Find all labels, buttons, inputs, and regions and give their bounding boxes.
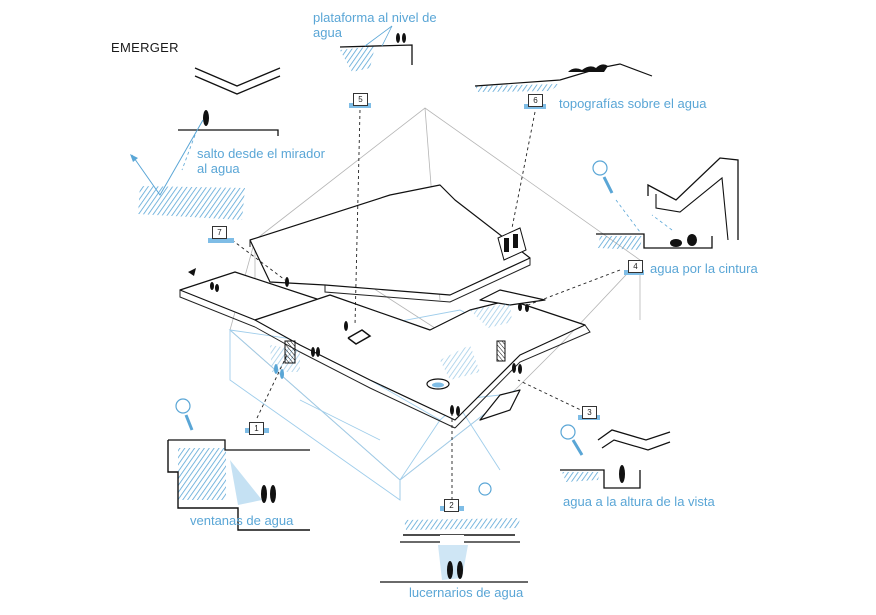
callout-4-badge: 4 [628, 260, 643, 273]
vignette-ventanas [167, 398, 310, 531]
label-salto: salto desde el mirador al agua [197, 146, 325, 176]
callout-7-bar [208, 238, 234, 243]
leader-lines [231, 109, 621, 500]
axonometric-drawing [179, 107, 641, 501]
vignette-cintura [592, 157, 739, 250]
label-cintura: agua por la cintura [650, 261, 758, 276]
vignette-plataforma [339, 25, 413, 72]
label-lucernarios: lucernarios de agua [409, 585, 524, 600]
callout-2-badge: 2 [444, 499, 459, 512]
callout-5-badge: 5 [353, 93, 368, 106]
label-vista: agua a la altura de la vista [563, 494, 715, 509]
label-topografias: topografías sobre el agua [559, 96, 707, 111]
page-title: EMERGER [111, 40, 179, 55]
callout-1-badge: 1 [249, 422, 264, 435]
label-plataforma: plataforma al nivel de agua [313, 10, 437, 40]
callout-7-badge: 7 [212, 226, 227, 239]
vignette-salto [130, 67, 281, 220]
vignette-vista [560, 424, 671, 489]
callout-3-badge: 3 [582, 406, 597, 419]
vignette-lucernarios [380, 482, 528, 583]
vignette-topografias [474, 63, 653, 92]
label-ventanas: ventanas de agua [190, 513, 294, 528]
callout-6-badge: 6 [528, 94, 543, 107]
